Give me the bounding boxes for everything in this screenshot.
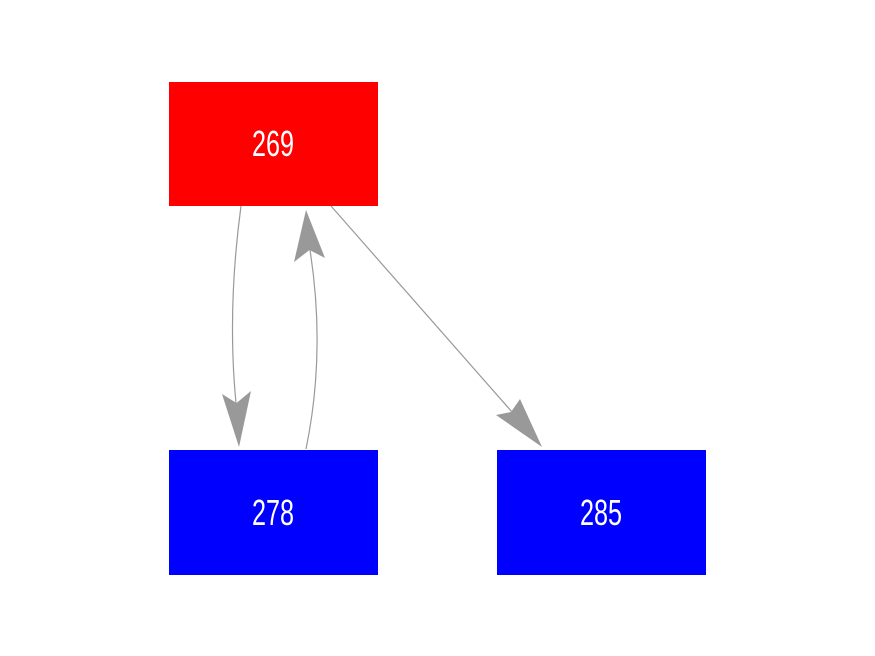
edge-269-to-278 [231,205,242,404]
node-278-label: 278 [252,491,295,533]
edge-278-to-269 [305,249,318,450]
node-285[interactable]: 285 [497,450,706,575]
arrowhead-down-right-icon [496,399,542,447]
node-285-label: 285 [580,491,623,533]
node-269-label: 269 [252,123,295,164]
edge-269-to-285 [330,205,513,413]
arrowhead-down-icon [222,391,251,447]
arrowhead-up-icon [294,210,325,262]
node-269[interactable]: 269 [169,82,378,206]
node-278[interactable]: 278 [169,450,378,575]
